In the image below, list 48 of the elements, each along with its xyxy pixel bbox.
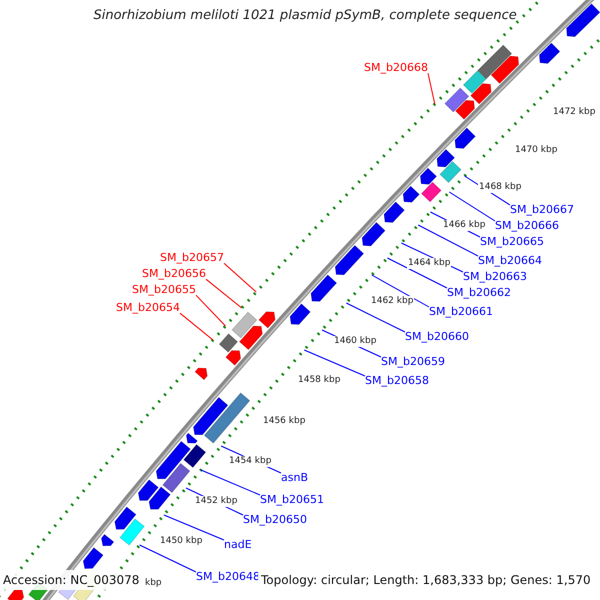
gene-label: SM_b20658	[365, 374, 429, 388]
gene-label: SM_b20654	[116, 301, 180, 314]
gene-label: SM_b20659	[381, 355, 445, 368]
gene-label: SM_b20664	[478, 254, 542, 268]
leader-line	[206, 278, 242, 308]
leader-line	[180, 312, 214, 340]
scale-label: kbp	[144, 578, 163, 589]
leader-line	[163, 514, 224, 540]
scale-label: 1466 kbp	[442, 220, 486, 231]
leader-line	[428, 72, 436, 104]
gene-label: SM_b20657	[160, 251, 224, 264]
scale-label: 1462 kbp	[370, 296, 414, 307]
gene-label: SM_b20650	[243, 513, 307, 526]
gene-label: SM_b20655	[132, 283, 196, 296]
gene-label: SM_b20663	[463, 270, 527, 284]
scale-label: 1472 kbp	[552, 107, 596, 118]
gene-label: SM_b20661	[429, 305, 493, 318]
scale-label: 1464 kbp	[407, 258, 452, 269]
leader-line	[371, 274, 430, 308]
gene-label: asnB	[281, 471, 308, 484]
gene-label: SM_b20660	[405, 330, 469, 344]
scale-label: 1468 kbp	[478, 182, 522, 193]
leader-line	[386, 258, 448, 288]
map-title: Sinorhizobium meliloti 1021 plasmid pSymB, complete sequence	[94, 8, 517, 24]
gene-label: SM_b20648	[196, 570, 260, 584]
scale-label: 1458 kbp	[297, 375, 342, 386]
leader-line	[448, 192, 496, 222]
scale-label: 1460 kbp	[333, 336, 378, 347]
leader-line	[304, 350, 366, 376]
gene-label: SM_b20667	[510, 203, 574, 216]
leader-line	[418, 224, 478, 256]
scale-label: 1452 kbp	[194, 496, 238, 507]
gene-label: SM_b20668	[364, 61, 428, 74]
gene-label: SM_b20666	[495, 219, 559, 232]
leader-line	[346, 302, 406, 332]
leader-line	[139, 544, 196, 572]
gene-label: nadE	[224, 538, 252, 552]
scale-label: 1470 kbp	[514, 145, 558, 156]
leader-line	[224, 262, 257, 292]
scale-label: 1456 kbp	[262, 416, 306, 427]
scale-label: 1450 kbp	[159, 536, 204, 547]
leader-line	[200, 470, 260, 496]
leader-line	[196, 294, 226, 326]
gene-label: SM_b20656	[142, 267, 206, 280]
gene-label: SM_b20662	[447, 286, 511, 300]
gene-label: SM_b20665	[480, 235, 544, 248]
gene-label: SM_b20651	[260, 493, 324, 506]
scale-label: 1454 kbp	[228, 456, 272, 467]
